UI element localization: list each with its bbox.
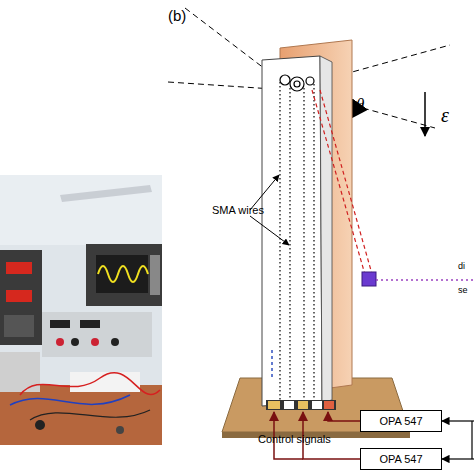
displacement-sensor	[362, 272, 376, 286]
amplifier-box: OPA 547	[360, 410, 442, 432]
laser-beams	[312, 90, 372, 278]
input-arrows	[442, 421, 474, 459]
amplifier-box: OPA 547	[360, 448, 442, 470]
amplifier-label: OPA 547	[379, 415, 422, 427]
amplifier-label: OPA 547	[379, 453, 422, 465]
terminal-block	[266, 400, 336, 410]
annotation-label: Control signals	[258, 433, 331, 445]
annotation-label: ε	[441, 104, 449, 126]
annotation-label: di	[458, 262, 465, 272]
pulleys	[280, 75, 314, 91]
annotation-label: SMA wires	[212, 204, 264, 216]
annotation-label: (b)	[168, 8, 186, 25]
annotation-label: θ	[356, 96, 364, 115]
sensor-signal	[376, 279, 474, 281]
strain-arrow	[424, 92, 426, 136]
annotation-label: se	[458, 286, 468, 296]
lab-photo	[0, 175, 162, 445]
beam-side	[320, 56, 332, 402]
marker-line	[271, 350, 273, 380]
leader-line	[250, 216, 289, 245]
